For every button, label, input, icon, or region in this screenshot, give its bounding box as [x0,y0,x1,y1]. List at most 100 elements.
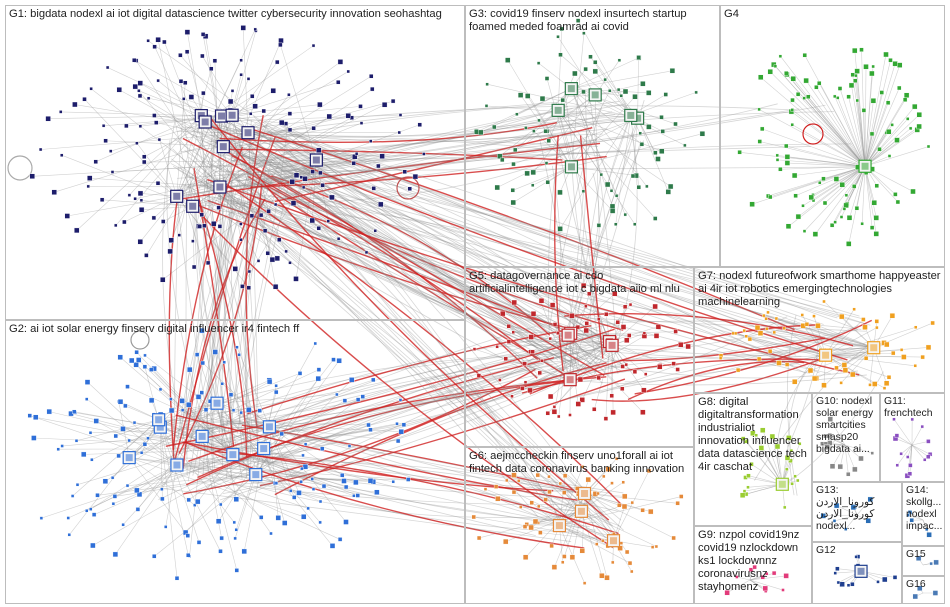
node-g1 [146,39,150,43]
node-g2 [296,490,302,496]
node-g7 [784,362,790,367]
node-g1 [279,119,285,126]
inter-group-edge [567,363,799,400]
edge-g2 [87,381,178,466]
node-g4 [814,84,819,90]
node-g1 [310,169,315,174]
edge-g9 [736,576,751,581]
node-g6 [624,549,630,555]
node-g8 [790,482,794,486]
inter-group-edge [788,350,822,496]
edge-g4 [849,166,866,218]
edge-g2 [33,437,264,449]
node-g13 [865,518,871,524]
edge-g2 [129,436,203,441]
node-g7 [747,336,753,342]
edge-g1 [157,39,193,207]
hub-avatar-image [173,461,181,469]
node-g3 [608,89,612,93]
inter-group-edge [183,368,536,495]
edge-g5 [570,345,613,380]
node-g1 [318,170,323,176]
node-g2 [33,414,39,420]
node-g1 [82,96,87,102]
node-g2 [74,439,79,443]
node-g2 [232,520,237,525]
node-g4 [871,64,875,69]
node-g5 [530,311,537,317]
node-g2 [117,399,124,405]
edge-g3 [594,94,600,226]
node-g1 [141,154,147,160]
node-g2 [80,451,87,458]
group-box-g12: G12 [812,542,902,604]
node-g1 [290,200,297,206]
node-g3 [609,208,616,214]
node-g4 [848,82,855,89]
hub-avatar-image [189,202,197,210]
node-g5 [584,321,589,326]
node-g2 [299,480,303,484]
edge-g4 [864,66,867,167]
node-g8 [758,445,765,451]
edge-g4 [798,166,866,217]
node-g3 [575,18,581,23]
inter-group-edge [253,116,620,537]
edge-g3 [499,110,559,157]
node-g2 [331,357,336,362]
node-g13 [867,496,873,503]
node-g1 [253,27,257,32]
node-g5 [640,409,646,415]
node-g4 [883,51,889,58]
node-g2 [199,327,205,334]
node-g2 [91,512,97,517]
node-g1 [137,190,144,197]
node-g1 [352,154,358,160]
inter-group-edge [233,103,556,148]
node-g4 [793,193,798,199]
node-g9 [781,588,785,592]
inter-group-edge [170,457,618,512]
edge-g3 [476,88,572,133]
node-g5 [540,359,544,363]
inter-group-edge [223,152,595,380]
node-g5 [642,331,647,335]
edge-g1 [200,115,209,263]
node-g2 [90,458,94,462]
node-g12 [839,581,845,587]
node-g5 [537,370,542,376]
node-g2 [355,397,361,402]
node-g1 [239,72,243,77]
group-box-g11: G11: frenchtech [880,393,945,482]
edge-g1 [115,121,206,226]
node-g5 [685,343,691,350]
edge-g4 [848,96,866,167]
inter-group-edge [218,150,625,160]
edge-g5 [540,301,571,380]
node-g3 [544,76,550,81]
inter-group-edge [182,353,579,414]
group-box-g6: G6: aejmccheckin finserv uno1forall ai i… [465,447,694,604]
inter-group-edge [579,135,604,359]
inter-group-edge [224,128,608,193]
node-g5 [500,310,506,317]
node-g1 [51,189,57,195]
node-g3 [557,189,563,196]
node-g6 [511,489,517,495]
edge-g4 [864,129,918,167]
node-g2 [72,409,77,414]
node-g3 [583,66,588,72]
node-g5 [528,334,534,340]
node-g2 [180,408,185,412]
edge-g2 [222,383,270,428]
edge-g3 [630,92,697,116]
node-g5 [476,373,482,378]
node-g6 [630,569,634,574]
inter-group-edge [274,363,544,437]
edge-g3 [513,166,572,203]
node-g2 [163,525,168,529]
node-g3 [669,68,676,74]
node-g1 [239,237,243,242]
edge-g2 [263,424,404,449]
node-g7 [875,325,879,330]
